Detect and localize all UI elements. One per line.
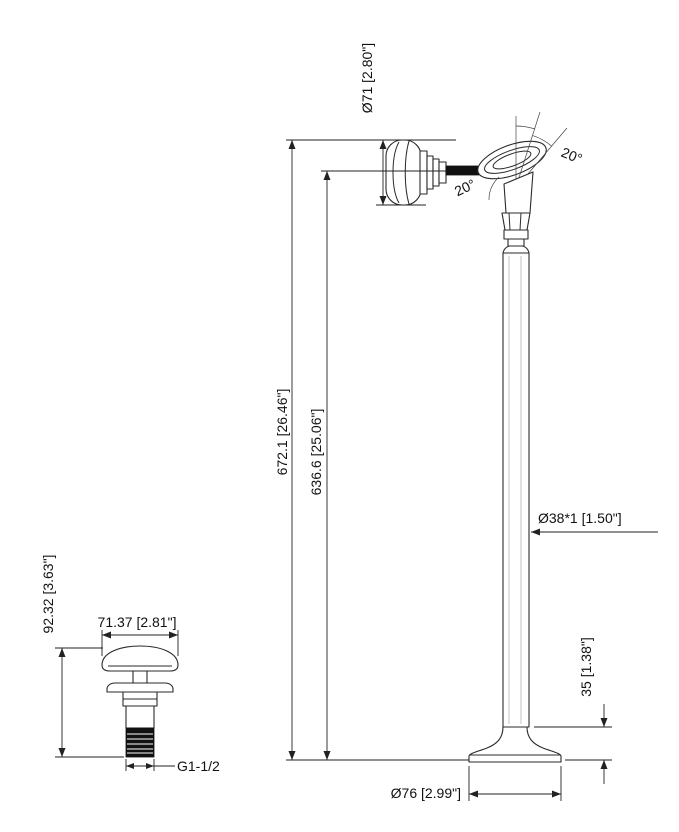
arrowhead xyxy=(531,528,540,536)
spout-flange-ring xyxy=(419,150,428,195)
angle-arc-lower xyxy=(488,176,500,201)
drain-dimensions: 92.32 [3.63"] 71.37 [2.81"] G1-1/2 xyxy=(40,555,220,774)
tilted-head-disc xyxy=(477,140,547,180)
tilted-head-disc-inner xyxy=(484,146,540,174)
pivot-nut xyxy=(501,212,531,231)
drain-threads xyxy=(125,727,155,758)
spout-disc-inner-arc xyxy=(392,141,400,204)
arrowhead xyxy=(379,196,387,205)
drain-drawing xyxy=(101,645,179,758)
tilted-head-disc-inner-2 xyxy=(492,150,532,170)
arrowhead xyxy=(288,751,296,760)
column-tube xyxy=(502,252,530,728)
arrowhead xyxy=(600,718,608,727)
arrowhead xyxy=(58,648,66,657)
dim-base-height-text: 35 [1.38"] xyxy=(578,637,594,696)
dim-drain-height-text: 92.32 [3.63"] xyxy=(40,555,56,634)
dim-cap-diameter-text: 71.37 [2.81"] xyxy=(98,614,177,630)
dim-outlet-height-text: 636.6 [25.06"] xyxy=(308,409,324,496)
arrowhead xyxy=(323,751,331,760)
arrowhead xyxy=(323,171,331,180)
angle-arc-right xyxy=(532,135,552,147)
base-flare xyxy=(468,726,562,763)
dim-head-diameter-text: Ø71 [2.80"] xyxy=(359,43,375,113)
spout-flange-ring xyxy=(438,161,447,184)
arrowhead xyxy=(288,140,296,149)
drain-stem xyxy=(132,670,148,684)
pivot-neck xyxy=(507,238,525,247)
arrowhead xyxy=(469,790,478,798)
dim-column-diameter-text: Ø38*1 [1.50"] xyxy=(538,510,622,526)
angle-arc-left xyxy=(515,125,536,130)
arrowhead xyxy=(169,631,178,639)
spout-flange-ring xyxy=(432,158,440,187)
arrowhead xyxy=(102,631,111,639)
spout-disc-inner-arc-2 xyxy=(404,140,410,205)
dim-total-height-text: 672.1 [26.46"] xyxy=(274,389,290,476)
drain-cap xyxy=(101,645,179,672)
drain-flange xyxy=(106,682,174,693)
column-top-bell xyxy=(502,245,530,254)
angle-right-text: 20° xyxy=(559,144,585,167)
thread-label-text: G1-1/2 xyxy=(177,758,220,774)
pivot-nut-facet xyxy=(519,212,522,231)
main-dimensions: 672.1 [26.46"] 636.6 [25.06"] Ø71 [2.80"… xyxy=(274,43,658,801)
dim-base-diameter-text: Ø76 [2.99"] xyxy=(391,785,461,801)
drain-body xyxy=(125,705,155,729)
spout-disc xyxy=(385,139,422,206)
arrowhead xyxy=(379,140,387,149)
angle-left-text: 20° xyxy=(452,176,478,199)
pivot-collar xyxy=(503,229,529,240)
pivot-body xyxy=(503,171,534,214)
arrowhead xyxy=(600,760,608,769)
arrowhead xyxy=(126,763,134,769)
main-faucet-drawing xyxy=(385,111,568,763)
spout-flange-ring xyxy=(426,155,434,190)
arrowhead xyxy=(146,763,154,769)
arrowhead xyxy=(552,790,561,798)
pivot-nut-facet xyxy=(508,212,511,231)
arrowhead xyxy=(58,748,66,757)
